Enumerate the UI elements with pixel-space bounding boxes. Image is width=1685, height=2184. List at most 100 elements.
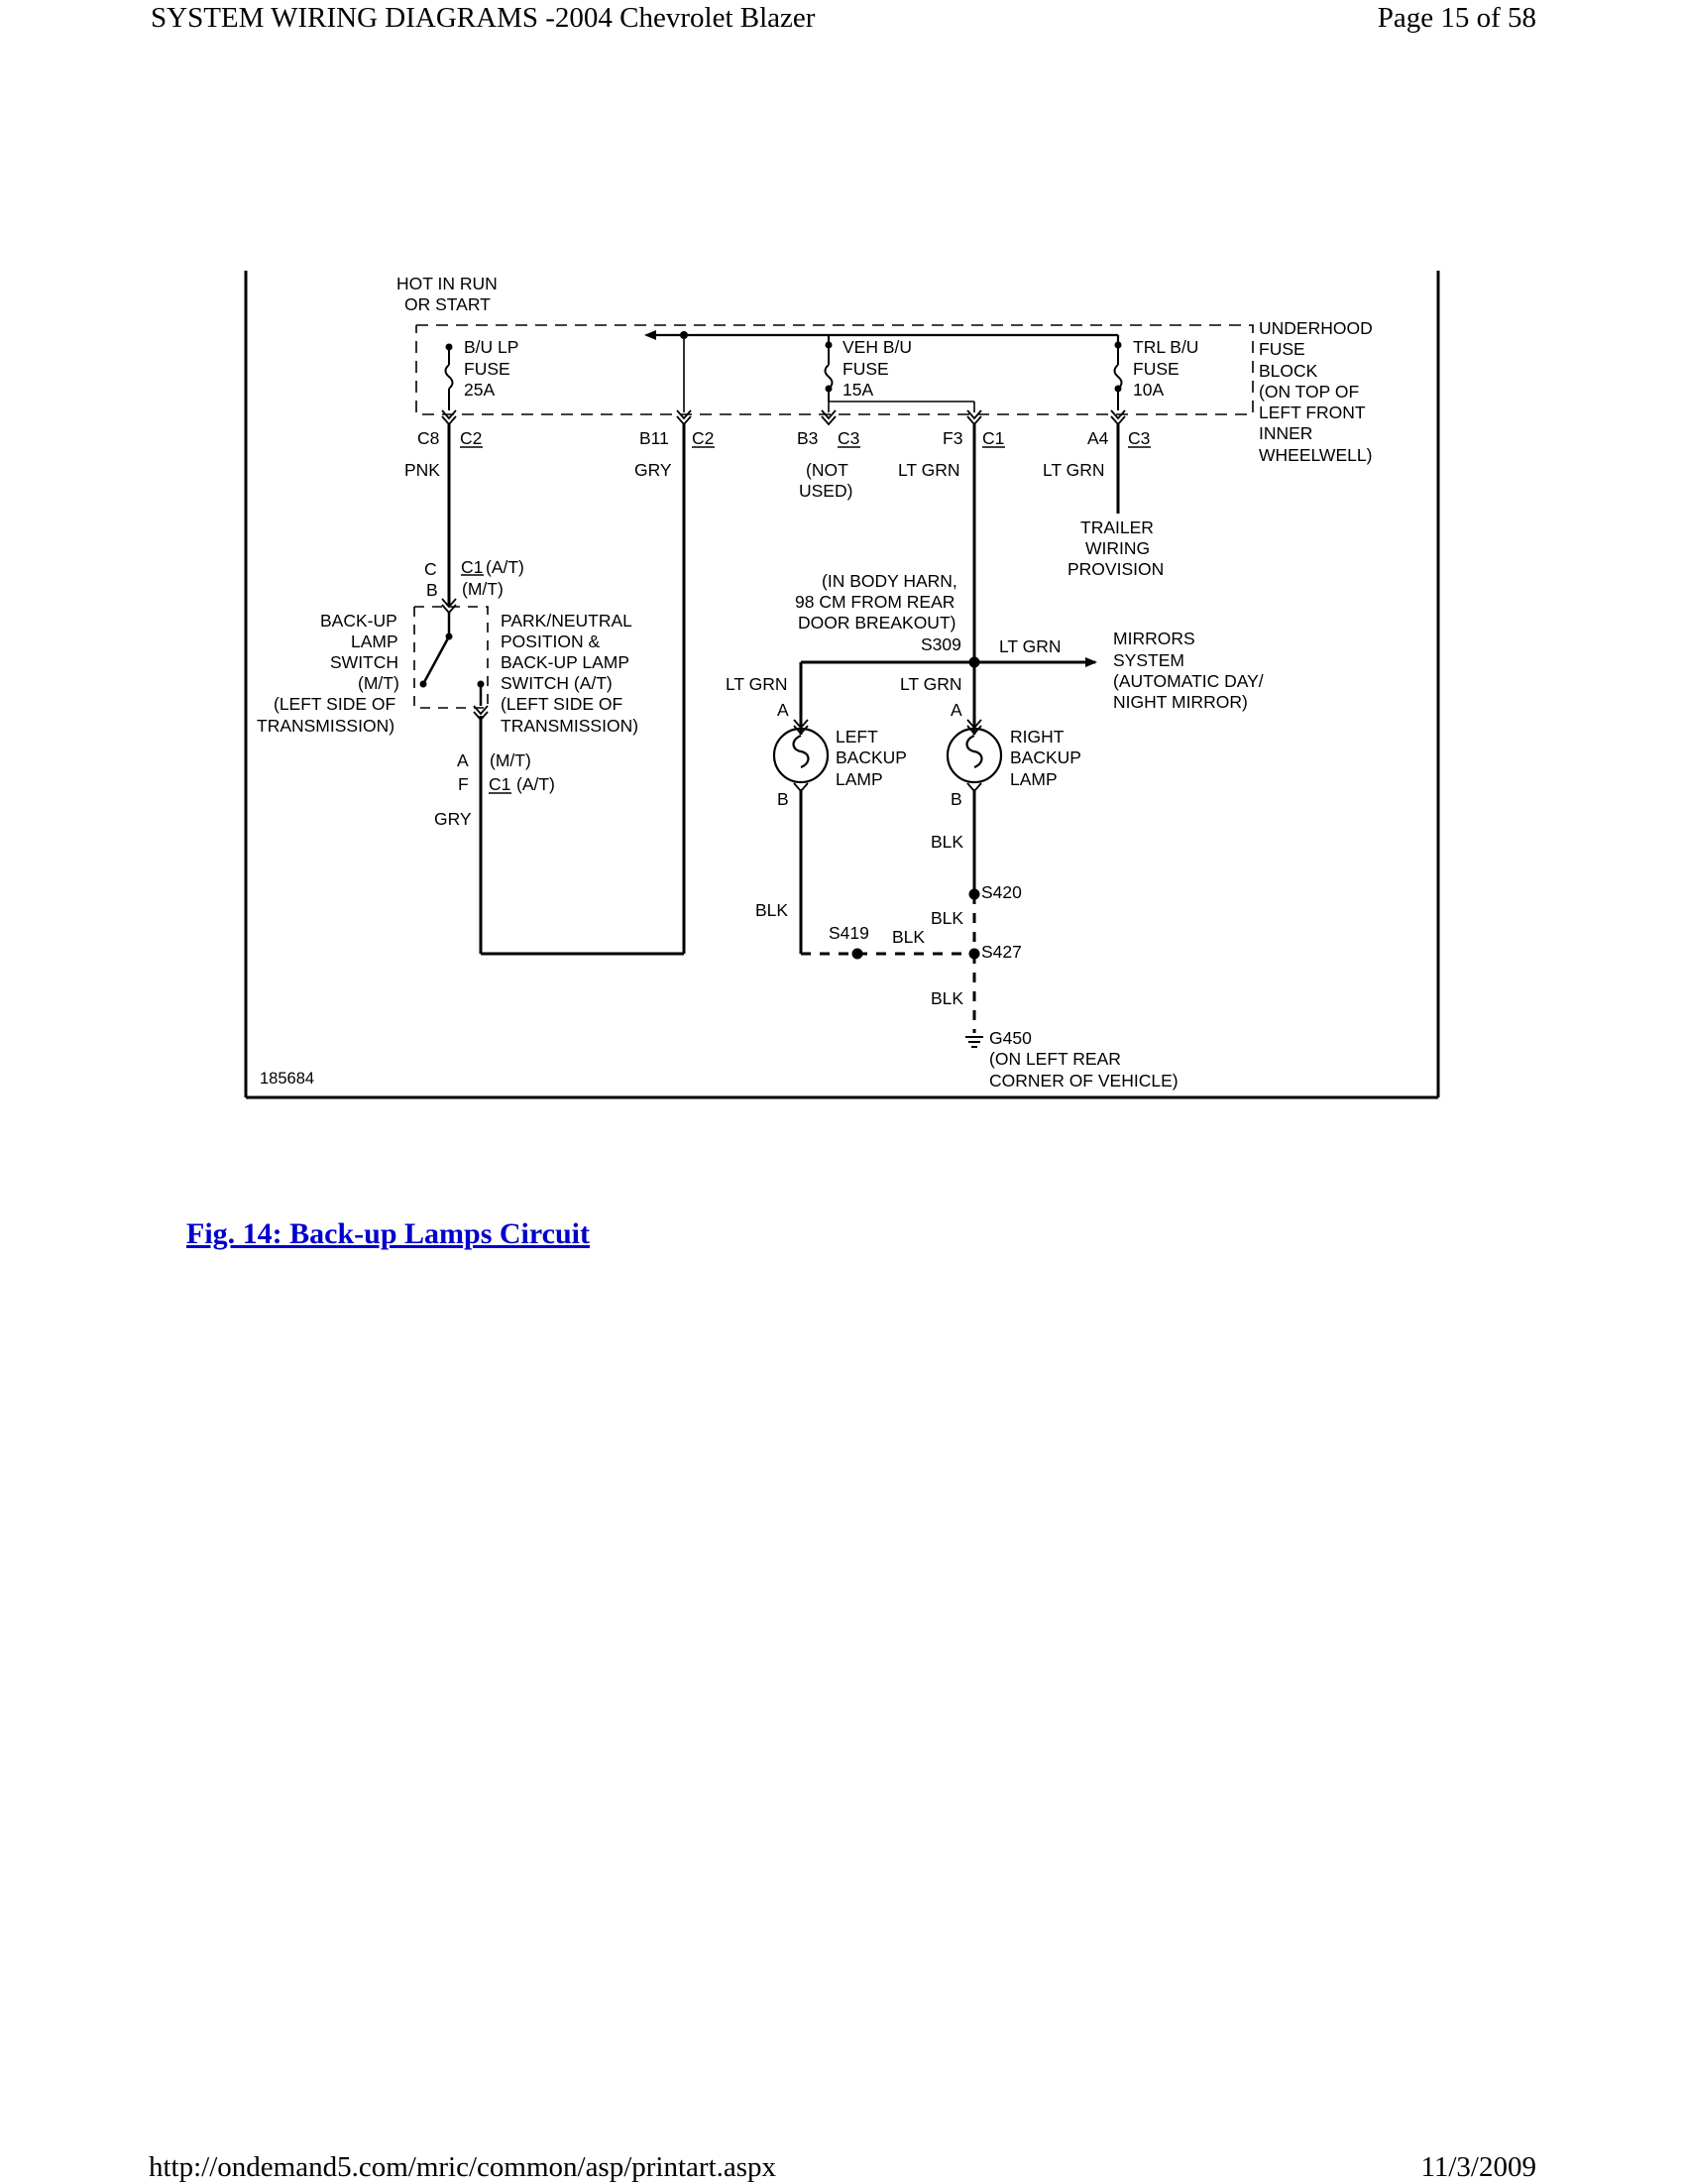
connector-underlines	[460, 446, 1151, 794]
mirrors-label: (AUTOMATIC DAY/	[1113, 671, 1264, 691]
wire-color-label: PNK	[404, 460, 440, 480]
left-lamp-label: LAMP	[836, 769, 883, 789]
wire-color-label: GRY	[434, 809, 472, 829]
wires	[447, 424, 1120, 956]
switch-contact-dot	[419, 680, 427, 688]
trailer-label: TRAILER	[1080, 517, 1154, 537]
splice-s419-label: S419	[829, 923, 869, 943]
wire-color-label: LT GRN	[726, 674, 788, 694]
not-used-label: USED)	[799, 481, 852, 501]
switch-conn-label: C1	[489, 774, 510, 794]
connector-symbols	[441, 409, 1126, 426]
wire-color-label: BLK	[931, 988, 963, 1008]
fuse3-label: TRL B/U	[1133, 337, 1198, 357]
ground-symbol	[965, 1036, 983, 1048]
switch-variant-label: (A/T)	[516, 774, 555, 794]
diagram-frame	[244, 271, 1440, 1099]
wire-color-label: BLK	[931, 832, 963, 852]
left-lamp-label: LEFT	[836, 727, 878, 747]
wire-color-label: LT GRN	[900, 674, 962, 694]
lamp-pin-label: A	[951, 700, 962, 720]
switch-contact-dot	[477, 680, 485, 688]
wire-color-label: LT GRN	[898, 460, 960, 480]
fuse-block-label: UNDERHOOD	[1259, 318, 1373, 338]
ground-note: (ON LEFT REAR	[989, 1049, 1121, 1069]
park-switch-label: (LEFT SIDE OF	[501, 694, 622, 714]
left-lamp-label: BACKUP	[836, 747, 907, 767]
fuse-block-boundary	[415, 324, 1254, 415]
right-backup-lamp-icon	[946, 719, 1003, 793]
pin-f3: F3	[943, 428, 962, 448]
lamp-pin-label: B	[777, 789, 789, 809]
fuse1-label: FUSE	[464, 359, 510, 379]
conn-c2: C2	[692, 428, 714, 448]
wire-color-label: BLK	[892, 927, 925, 947]
splice-s427-label: S427	[981, 942, 1022, 962]
fuse-terminal-dot	[1114, 385, 1122, 393]
conn-c3: C3	[838, 428, 859, 448]
wire-color-label: LT GRN	[1043, 460, 1105, 480]
splice-s309-label: S309	[921, 634, 961, 654]
switch-variant-label: (A/T)	[486, 557, 524, 577]
fuse-block-label: INNER	[1259, 423, 1312, 443]
wire-color-label: BLK	[931, 908, 963, 928]
backup-switch-label: SWITCH	[330, 652, 398, 672]
park-switch-label: PARK/NEUTRAL	[501, 611, 632, 631]
conn-c2: C2	[460, 428, 482, 448]
hot-label: OR START	[404, 294, 491, 314]
figure-id: 185684	[260, 1070, 314, 1088]
fuse2-label: VEH B/U	[842, 337, 912, 357]
fuse-block-label: FUSE	[1259, 339, 1305, 359]
fuse1-label: 25A	[464, 380, 495, 400]
lamp-pin-label: A	[777, 700, 789, 720]
splice-s420-label: S420	[981, 882, 1022, 902]
splice-note: DOOR BREAKOUT)	[798, 613, 955, 632]
fuse-terminal-dot	[1114, 341, 1122, 349]
conn-c3: C3	[1128, 428, 1150, 448]
fuse-block-label: LEFT FRONT	[1259, 402, 1366, 422]
fuse-terminal-dot	[825, 385, 833, 393]
left-backup-lamp-icon	[772, 719, 830, 793]
backup-switch-label: (M/T)	[358, 673, 399, 693]
splice-note: (IN BODY HARN,	[822, 571, 957, 591]
trailer-label: WIRING	[1085, 538, 1150, 558]
backup-switch-label: BACK-UP	[320, 611, 397, 631]
veh-fuse-jumper	[683, 335, 975, 412]
switch-pin-label: B	[426, 580, 438, 600]
park-switch-label: SWITCH (A/T)	[501, 673, 613, 693]
right-lamp-label: RIGHT	[1010, 727, 1065, 747]
footer-url: http://ondemand5.com/mric/common/asp/pri…	[149, 2151, 777, 2183]
splice-note: 98 CM FROM REAR	[795, 592, 955, 612]
switch-pin-label: F	[458, 774, 469, 794]
not-used-label: (NOT	[806, 460, 848, 480]
trailer-label: PROVISION	[1067, 559, 1164, 579]
fuse-block-label: BLOCK	[1259, 361, 1318, 381]
header-title: SYSTEM WIRING DIAGRAMS -2004 Chevrolet B…	[151, 2, 816, 34]
mirrors-label: SYSTEM	[1113, 650, 1184, 670]
switch-assembly	[413, 598, 489, 722]
wire-color-label: LT GRN	[999, 636, 1062, 656]
right-lamp-label: BACKUP	[1010, 747, 1081, 767]
backup-switch-label: LAMP	[351, 632, 398, 651]
right-lamp-label: LAMP	[1010, 769, 1058, 789]
ground-g450-label: G450	[989, 1028, 1032, 1048]
switch-variant-label: (M/T)	[462, 579, 504, 599]
switch-conn-label: C1	[461, 557, 483, 577]
park-switch-label: BACK-UP LAMP	[501, 652, 629, 672]
fuse2-label: FUSE	[842, 359, 889, 379]
mirrors-label: MIRRORS	[1113, 629, 1195, 648]
backup-switch-label: (LEFT SIDE OF	[274, 694, 395, 714]
wire-color-label: GRY	[634, 460, 672, 480]
fuse-block-label: (ON TOP OF	[1259, 382, 1359, 402]
ground-note: CORNER OF VEHICLE)	[989, 1071, 1179, 1091]
figure-caption-link[interactable]: Fig. 14: Back-up Lamps Circuit	[186, 1217, 590, 1250]
park-switch-label: TRANSMISSION)	[501, 716, 638, 736]
pin-a4: A4	[1087, 428, 1109, 448]
pin-b3: B3	[797, 428, 818, 448]
ground-wires-dashed	[801, 894, 976, 1033]
fuse1-label: B/U LP	[464, 337, 518, 357]
fuse-block-label: WHEELWELL)	[1259, 445, 1372, 465]
switch-contact-dot	[445, 632, 453, 640]
fuse-terminal-dot	[445, 343, 453, 351]
pin-c8: C8	[417, 428, 439, 448]
